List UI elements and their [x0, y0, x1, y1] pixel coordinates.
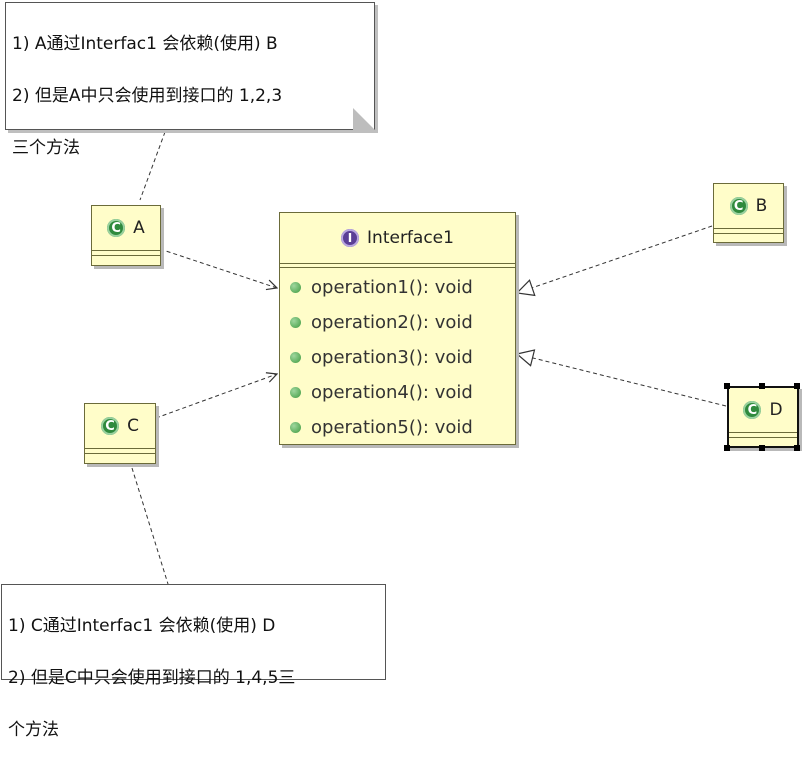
class-b[interactable]: C B [713, 183, 784, 243]
note-fold-corner [353, 108, 375, 130]
class-a-attributes-compartment [92, 250, 160, 255]
class-a-name: A [133, 218, 145, 238]
class-icon: C [101, 417, 120, 435]
note-bottom[interactable]: 1) C通过Interfac1 会依赖(使用) D 2) 但是C中只会使用到接口… [1, 584, 386, 740]
class-d-header: C D [729, 388, 797, 432]
class-b-attributes-compartment [714, 228, 783, 233]
note-bottom-line-1: 1) C通过Interfac1 会依赖(使用) D [8, 616, 276, 636]
interface-attributes-compartment [280, 263, 515, 267]
class-a-header: C A [92, 206, 160, 250]
note-top[interactable]: 1) A通过Interfac1 会依赖(使用) B 2) 但是A中只会使用到接口… [5, 2, 375, 158]
realization-b-to-interface [515, 225, 713, 297]
interface-name: Interface1 [367, 228, 454, 248]
class-icon: C [743, 401, 762, 419]
public-method-icon [290, 387, 301, 398]
note-bottom-line-3: 个方法 [8, 720, 59, 740]
operation-label: operation1(): void [311, 277, 473, 298]
class-c-operations-compartment [85, 453, 155, 460]
interface-icon: I [341, 229, 360, 247]
class-c[interactable]: C C [84, 403, 156, 464]
note-bottom-line-2: 2) 但是C中只会使用到接口的 1,4,5三 [8, 668, 296, 688]
public-method-icon [290, 352, 301, 363]
class-b-name: B [755, 196, 768, 216]
selection-handle[interactable] [724, 445, 730, 451]
operation-label: operation2(): void [311, 312, 473, 333]
class-b-operations-compartment [714, 233, 783, 240]
class-c-name: C [127, 416, 139, 436]
class-icon: C [729, 197, 748, 215]
note-top-line-2: 2) 但是A中只会使用到接口的 1,2,3 [12, 86, 283, 106]
selection-handle[interactable] [794, 383, 800, 389]
interface-box[interactable]: I Interface1 operation1(): void operatio… [279, 212, 516, 445]
interface-operations: operation1(): void operation2(): void op… [280, 267, 515, 447]
public-method-icon [290, 422, 301, 433]
selection-handle[interactable] [759, 383, 765, 389]
class-d-attributes-compartment [729, 432, 797, 437]
class-icon: C [107, 219, 126, 237]
class-c-header: C C [85, 404, 155, 448]
uml-diagram-canvas: 1) A通过Interfac1 会依赖(使用) B 2) 但是A中只会使用到接口… [1, 2, 800, 740]
class-d-name: D [769, 400, 783, 420]
note-top-line-3: 三个方法 [12, 138, 80, 158]
selection-handle[interactable] [794, 445, 800, 451]
public-method-icon [290, 282, 301, 293]
note-top-anchor-line [139, 131, 166, 201]
operation-item[interactable]: operation4(): void [290, 375, 515, 410]
selection-handle[interactable] [759, 445, 765, 451]
selection-handle[interactable] [724, 383, 730, 389]
class-c-attributes-compartment [85, 448, 155, 453]
operation-label: operation4(): void [311, 382, 473, 403]
class-a[interactable]: C A [91, 205, 161, 266]
operation-label: operation5(): void [311, 417, 473, 438]
class-a-operations-compartment [92, 255, 160, 262]
operation-item[interactable]: operation3(): void [290, 340, 515, 375]
class-b-header: C B [714, 184, 783, 228]
realization-d-to-interface [515, 349, 727, 407]
public-method-icon [290, 317, 301, 328]
operation-label: operation3(): void [311, 347, 473, 368]
note-bottom-anchor-line [131, 467, 169, 585]
operation-item[interactable]: operation5(): void [290, 410, 515, 445]
class-d-operations-compartment [729, 437, 797, 444]
dependency-c-to-interface [155, 374, 277, 419]
note-top-line-1: 1) A通过Interfac1 会依赖(使用) B [12, 34, 278, 54]
class-d[interactable]: C D [727, 386, 799, 448]
operation-item[interactable]: operation2(): void [290, 305, 515, 340]
interface-header: I Interface1 [280, 213, 515, 263]
connector-layer [131, 131, 727, 585]
dependency-a-to-interface [159, 248, 277, 288]
operation-item[interactable]: operation1(): void [290, 270, 515, 305]
